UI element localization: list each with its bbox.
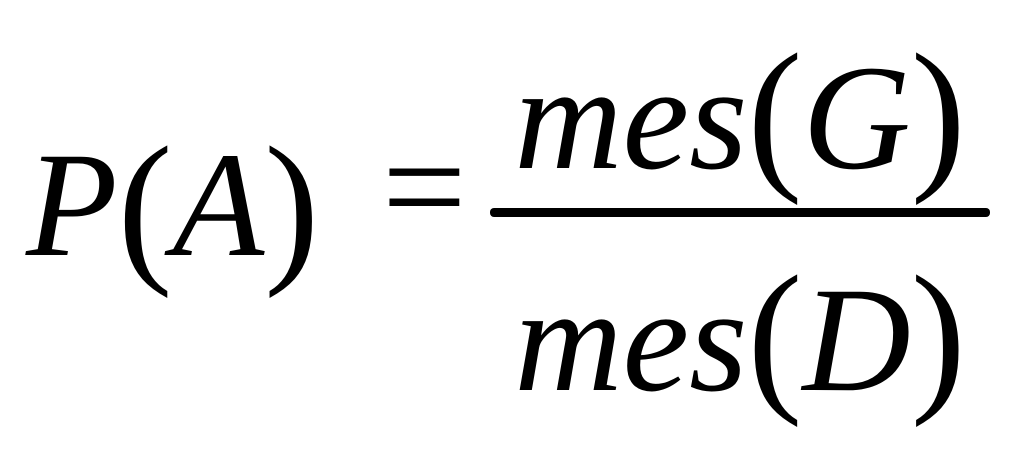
event-symbol: A: [172, 122, 265, 288]
denominator-close-paren: ): [910, 241, 966, 428]
denominator-open-paren: (: [747, 241, 803, 428]
left-open-paren: (: [117, 111, 173, 299]
numerator-close-paren: ): [910, 19, 966, 206]
probability-function-symbol: P: [26, 122, 118, 288]
formula-left-side: P(A): [26, 120, 319, 290]
fraction-denominator: mes(D): [490, 241, 990, 428]
numerator-function: mes: [514, 35, 748, 201]
fraction-numerator: mes(G): [490, 19, 990, 206]
numerator-open-paren: (: [747, 19, 803, 206]
fraction: mes(G) mes(D): [490, 0, 990, 449]
fraction-bar: [490, 208, 990, 217]
left-close-paren: ): [264, 111, 320, 299]
numerator-argument: G: [802, 35, 911, 201]
equals-sign: =: [382, 104, 467, 270]
denominator-argument: D: [802, 257, 911, 423]
denominator-function: mes: [514, 257, 748, 423]
